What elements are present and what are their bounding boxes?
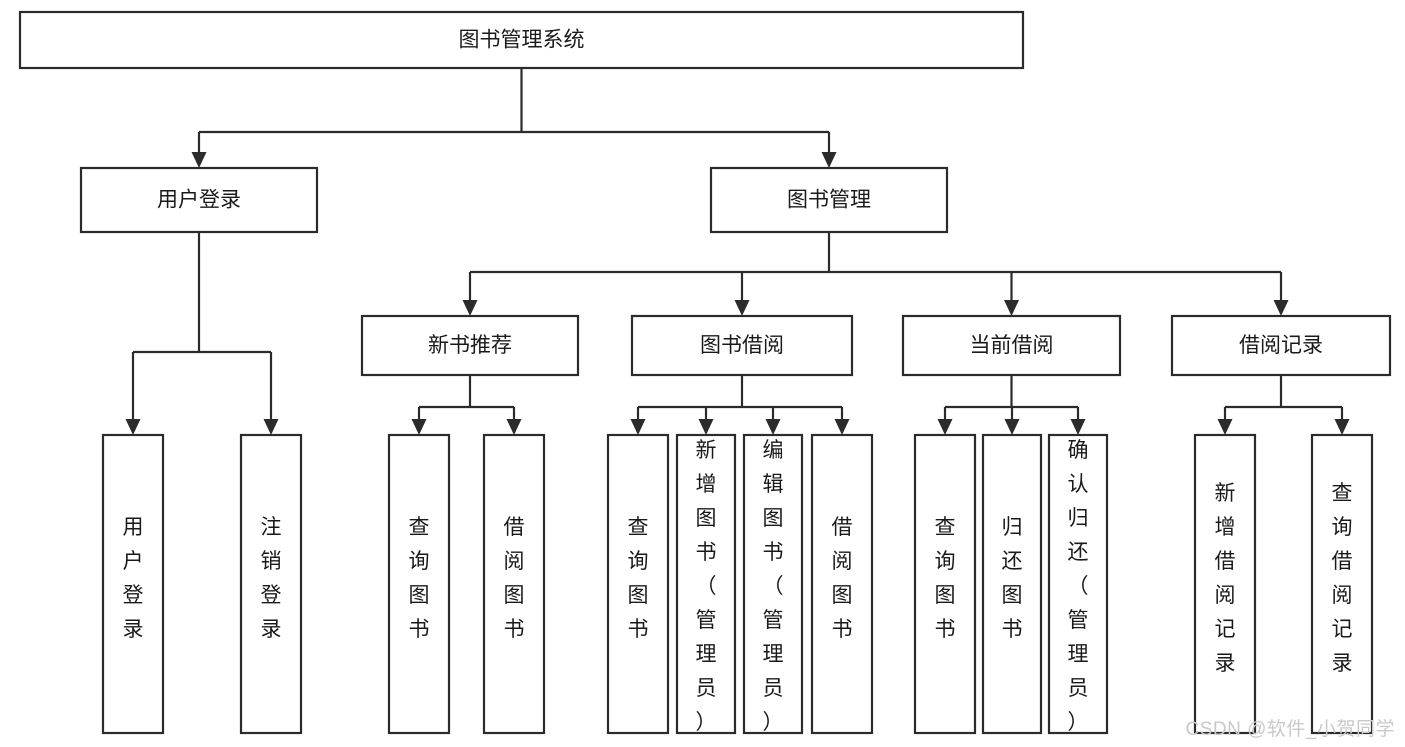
arrow-head-icon: [125, 419, 141, 435]
node-current-return-book: 归还图书: [981, 433, 1043, 735]
arrow-head-icon: [411, 419, 427, 435]
arrow-head-icon: [462, 300, 478, 316]
node-label-borrow-add-book: 新增图书（管理员）: [696, 439, 717, 734]
arrow-head-icon: [834, 419, 850, 435]
node-label-recommend-query-book: 查询图书: [409, 516, 430, 641]
node-borrow-edit-book: 编辑图书（管理员）: [742, 433, 804, 735]
node-label-current-return-book: 归还图书: [1002, 516, 1023, 641]
node-box-user-logout: [239, 433, 303, 735]
node-box-recommend-borrow-book: [482, 433, 546, 735]
arrow-head-icon: [821, 152, 837, 168]
node-box-borrow-add-book: [675, 433, 737, 735]
node-label-borrow-edit-book: 编辑图书（管理员）: [763, 439, 784, 734]
arrow-head-icon: [263, 419, 279, 435]
node-box-current-query-book: [913, 433, 977, 735]
node-label-borrow-record: 借阅记录: [1239, 334, 1323, 357]
node-box-borrow-edit-book: [742, 433, 804, 735]
node-box-record-query: [1310, 433, 1374, 735]
arrow-head-icon: [765, 419, 781, 435]
node-label-current-borrow: 当前借阅: [970, 334, 1054, 357]
node-label-borrow-query-book: 查询图书: [628, 516, 649, 641]
node-box-user-login-do: [101, 433, 165, 735]
node-new-book-recommend: 新书推荐: [360, 314, 580, 377]
node-current-query-book: 查询图书: [913, 433, 977, 735]
node-label-current-query-book: 查询图书: [935, 516, 956, 641]
node-label-new-book-recommend: 新书推荐: [428, 334, 512, 357]
arrow-head-icon: [734, 300, 750, 316]
arrow-head-icon: [937, 419, 953, 435]
node-recommend-borrow-book: 借阅图书: [482, 433, 546, 735]
node-box-root: [18, 10, 1025, 70]
node-label-root: 图书管理系统: [459, 29, 585, 52]
node-borrow-record: 借阅记录: [1170, 314, 1392, 377]
node-box-new-book-recommend: [360, 314, 580, 377]
node-current-confirm-return: 确认归还（管理员）: [1047, 433, 1109, 735]
node-box-borrow-record: [1170, 314, 1392, 377]
node-box-record-add: [1193, 433, 1257, 735]
node-record-add: 新增借阅记录: [1193, 433, 1257, 735]
node-box-current-confirm-return: [1047, 433, 1109, 735]
arrow-head-icon: [1217, 419, 1233, 435]
node-book-manage: 图书管理: [709, 166, 949, 234]
node-label-book-manage: 图书管理: [787, 189, 871, 212]
arrow-head-icon: [698, 419, 714, 435]
arrow-head-icon: [506, 419, 522, 435]
node-box-borrow-query-book: [606, 433, 670, 735]
node-box-book-borrow: [630, 314, 854, 377]
node-user-login-do: 用户登录: [101, 433, 165, 735]
arrow-head-icon: [1070, 419, 1086, 435]
node-box-borrow-borrow-book: [810, 433, 874, 735]
node-borrow-query-book: 查询图书: [606, 433, 670, 735]
node-label-borrow-borrow-book: 借阅图书: [832, 516, 853, 641]
node-borrow-borrow-book: 借阅图书: [810, 433, 874, 735]
node-label-record-add: 新增借阅记录: [1215, 482, 1236, 675]
arrow-head-icon: [1273, 300, 1289, 316]
arrow-head-icon: [630, 419, 646, 435]
node-book-borrow: 图书借阅: [630, 314, 854, 377]
node-recommend-query-book: 查询图书: [387, 433, 451, 735]
node-box-current-return-book: [981, 433, 1043, 735]
node-label-current-confirm-return: 确认归还（管理员）: [1068, 439, 1089, 734]
node-box-current-borrow: [901, 314, 1122, 377]
node-root: 图书管理系统: [18, 10, 1025, 70]
node-label-user-logout: 注销登录: [261, 516, 282, 641]
node-box-recommend-query-book: [387, 433, 451, 735]
arrow-head-icon: [1004, 300, 1019, 316]
node-label-book-borrow: 图书借阅: [700, 334, 784, 357]
node-current-borrow: 当前借阅: [901, 314, 1122, 377]
node-record-query: 查询借阅记录: [1310, 433, 1374, 735]
node-user-logout: 注销登录: [239, 433, 303, 735]
arrow-head-icon: [1334, 419, 1350, 435]
arrow-head-icon: [1004, 419, 1020, 435]
node-borrow-add-book: 新增图书（管理员）: [675, 433, 737, 735]
node-label-user-login-do: 用户登录: [123, 516, 144, 641]
node-label-user-login: 用户登录: [157, 189, 241, 212]
node-user-login: 用户登录: [79, 166, 319, 234]
arrow-head-icon: [191, 152, 207, 168]
node-label-record-query: 查询借阅记录: [1332, 482, 1353, 675]
node-label-recommend-borrow-book: 借阅图书: [504, 516, 525, 641]
node-box-book-manage: [709, 166, 949, 234]
node-box-user-login: [79, 166, 319, 234]
